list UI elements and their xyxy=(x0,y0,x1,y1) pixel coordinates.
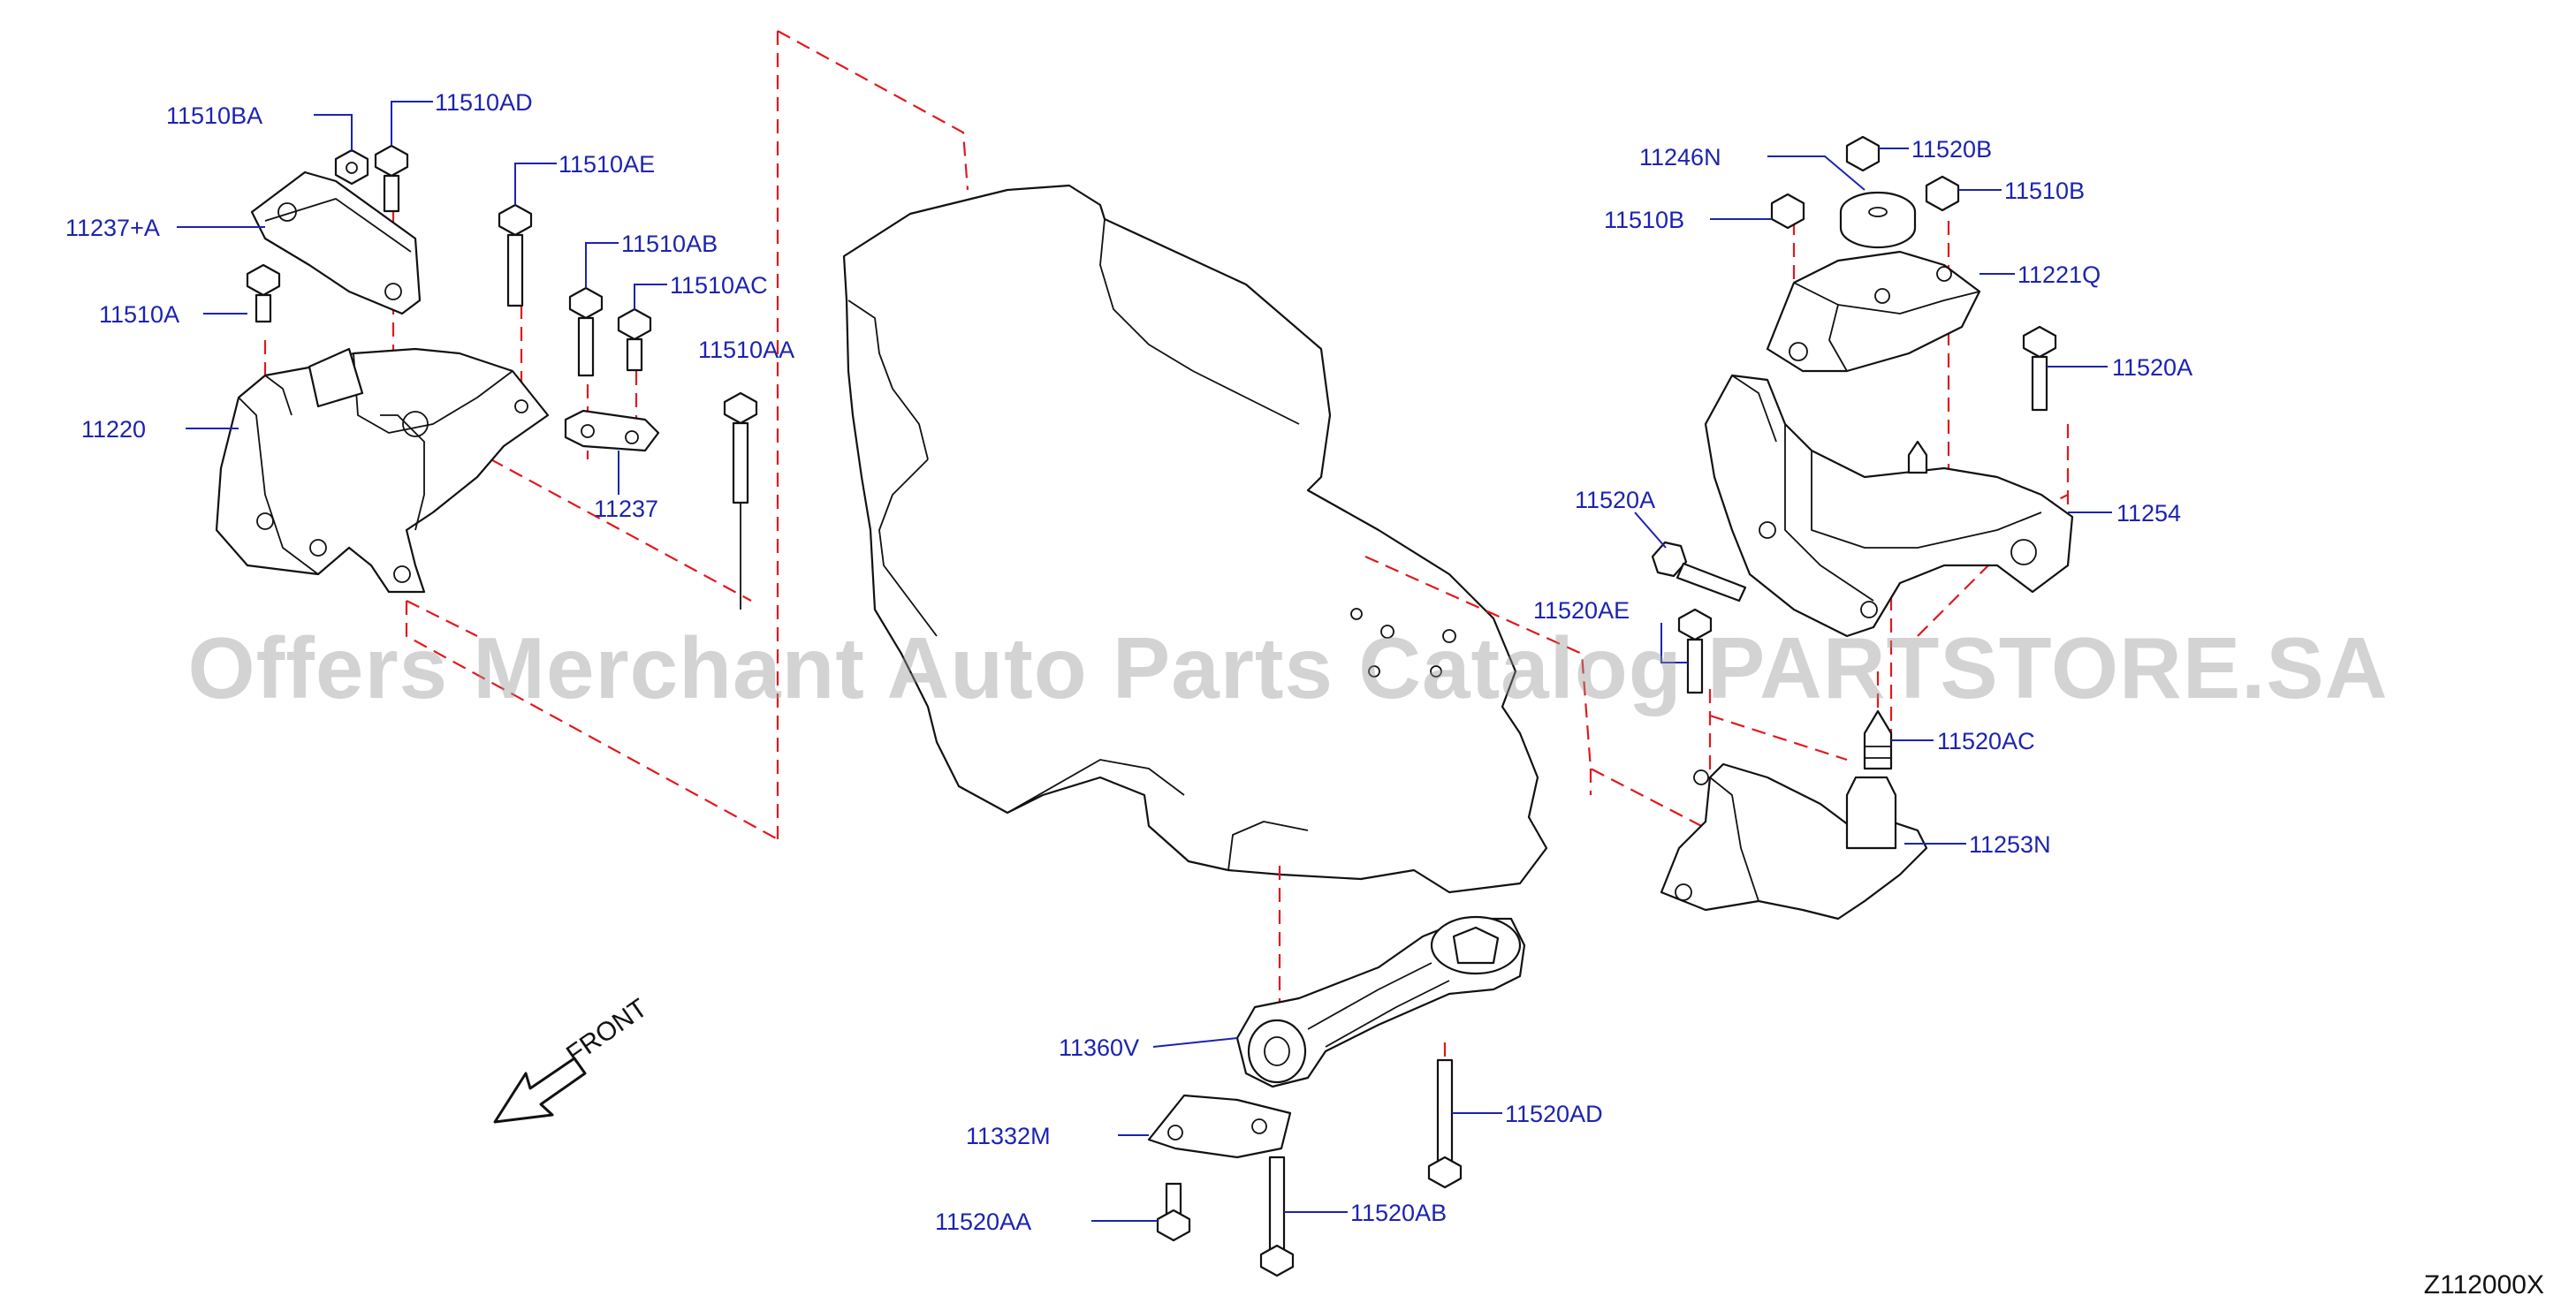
label-11360v[interactable]: 11360V xyxy=(1059,1034,1139,1061)
bolt-11510ad[interactable] xyxy=(374,144,409,213)
label-11510ae[interactable]: 11510AE xyxy=(559,151,655,178)
label-11520aa[interactable]: 11520AA xyxy=(935,1209,1031,1235)
label-11520ad[interactable]: 11520AD xyxy=(1505,1101,1603,1127)
label-11520ab[interactable]: 11520AB xyxy=(1350,1200,1447,1226)
label-11510aa[interactable]: 11510AA xyxy=(698,337,794,363)
bolt-11510a[interactable] xyxy=(246,263,281,323)
label-11237[interactable]: 11237 xyxy=(594,496,658,522)
mount-11221q[interactable] xyxy=(1766,250,1981,373)
insulator-11246n[interactable] xyxy=(1839,191,1917,249)
label-11510ad[interactable]: 11510AD xyxy=(435,89,533,116)
bolt-11510aa[interactable] xyxy=(723,391,758,610)
label-11510ba[interactable]: 11510BA xyxy=(166,102,262,129)
bolt-11520a-right[interactable] xyxy=(2022,325,2057,412)
label-11254[interactable]: 11254 xyxy=(2116,500,2181,527)
clip-11520ac[interactable] xyxy=(1863,709,1893,770)
bracket-11254[interactable] xyxy=(1704,374,2074,638)
bracket-11253n[interactable] xyxy=(1660,762,1928,921)
leader-lines xyxy=(177,101,2112,1222)
label-11510ac[interactable]: 11510AC xyxy=(670,272,768,299)
bolt-11510ac[interactable] xyxy=(617,307,652,372)
nut-11520b[interactable] xyxy=(1845,135,1881,172)
label-11510ab[interactable]: 11510AB xyxy=(621,231,718,257)
nut-11510b-right[interactable] xyxy=(1925,175,1960,212)
label-11220[interactable]: 11220 xyxy=(81,416,146,443)
label-11510a[interactable]: 11510A xyxy=(99,301,179,328)
bolt-11520ad[interactable] xyxy=(1427,1058,1463,1189)
label-11520a-left[interactable]: 11520A xyxy=(1575,487,1655,513)
label-11520ac[interactable]: 11520AC xyxy=(1937,728,2035,754)
label-11510b-left[interactable]: 11510B xyxy=(1604,207,1684,233)
label-11520b[interactable]: 11520B xyxy=(1911,136,1992,163)
torque-rod-11360v[interactable] xyxy=(1235,915,1526,1088)
bracket-11332m[interactable] xyxy=(1147,1094,1292,1159)
label-11332m[interactable]: 11332M xyxy=(966,1123,1051,1149)
bolt-11510ab[interactable] xyxy=(568,286,604,377)
figure-code: Z112000X xyxy=(2423,1270,2544,1300)
label-11221q[interactable]: 11221Q xyxy=(2017,261,2101,288)
bolt-11510ae[interactable] xyxy=(498,203,533,307)
label-11246n[interactable]: 11246N xyxy=(1639,144,1721,171)
label-11253n[interactable]: 11253N xyxy=(1969,831,2051,858)
front-arrow-icon xyxy=(493,1057,587,1124)
bolt-11520ab[interactable] xyxy=(1259,1156,1295,1277)
nut-11510ba[interactable] xyxy=(334,148,369,186)
bolt-11520a-left[interactable] xyxy=(1651,541,1747,602)
label-11520ae[interactable]: 11520AE xyxy=(1533,597,1630,624)
label-11237a[interactable]: 11237+A xyxy=(65,215,160,241)
label-11510b-right[interactable]: 11510B xyxy=(2004,178,2085,204)
nut-11510b-left[interactable] xyxy=(1770,193,1805,230)
label-11520a-right[interactable]: 11520A xyxy=(2112,354,2192,381)
part-labels: 11510BA 11510AD 11510AE 11237+A 11510AB … xyxy=(65,89,2192,1235)
watermark: Offers Merchant Auto Parts Catalog PARTS… xyxy=(187,619,2389,716)
bolt-11520aa[interactable] xyxy=(1156,1182,1191,1242)
plate-11237[interactable] xyxy=(564,409,660,452)
engine-mount-11220[interactable] xyxy=(215,347,550,594)
front-label: FRONT xyxy=(561,993,653,1069)
bracket-11237a[interactable] xyxy=(250,171,422,315)
engine-outline xyxy=(842,184,1548,894)
bolt-11520ae[interactable] xyxy=(1677,608,1713,694)
